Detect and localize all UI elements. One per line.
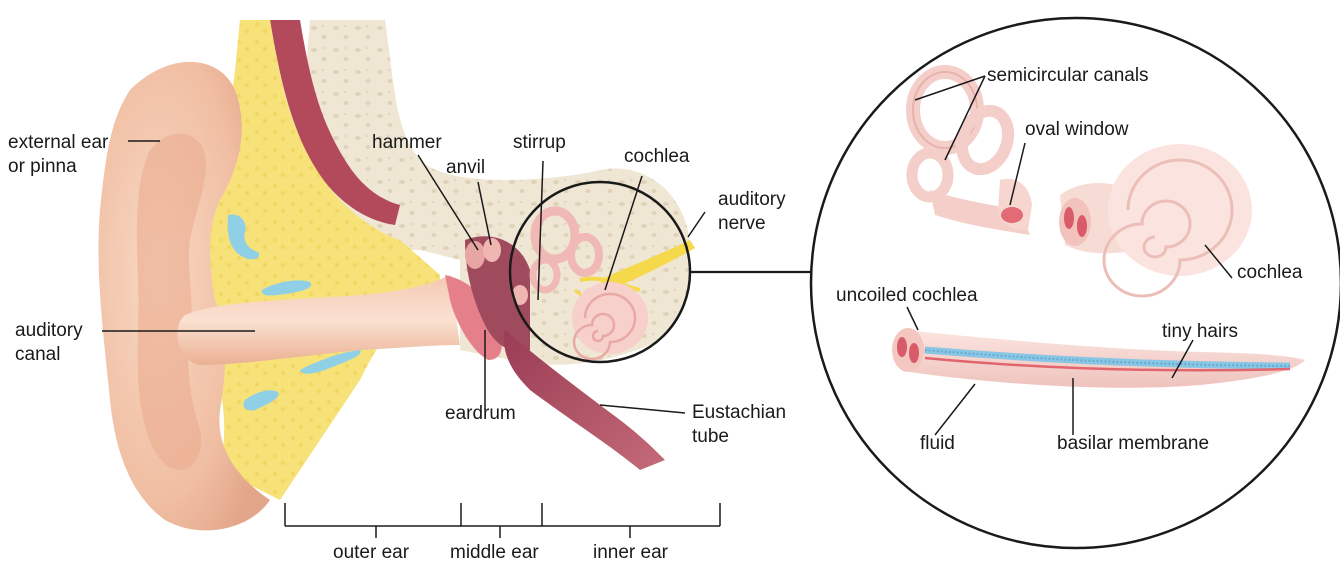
basilar-membrane-label: basilar membrane bbox=[1057, 432, 1209, 456]
auditory-nerve-label-line2: nerve bbox=[718, 212, 786, 236]
external-ear-label-line1: external ear bbox=[8, 131, 108, 155]
eustachian-tube-label-line2: tube bbox=[692, 425, 786, 449]
inner-ear-label: inner ear bbox=[593, 541, 668, 565]
detail-cochlea-label: cochlea bbox=[1237, 261, 1303, 285]
external-ear-label: external ear or pinna bbox=[8, 131, 108, 179]
outer-ear-label: outer ear bbox=[333, 541, 409, 565]
anvil-bone bbox=[483, 238, 501, 262]
uncoiled-cochlea-label: uncoiled cochlea bbox=[836, 284, 978, 308]
cochlea-label: cochlea bbox=[624, 145, 690, 169]
stirrup-label: stirrup bbox=[513, 131, 566, 155]
anvil-label: anvil bbox=[446, 156, 485, 180]
external-ear-label-line2: or pinna bbox=[8, 155, 108, 179]
auditory-canal-label-line2: canal bbox=[15, 343, 83, 367]
auditory-canal-label: auditory canal bbox=[15, 319, 83, 367]
eustachian-tube-label: Eustachian tube bbox=[692, 401, 786, 449]
auditory-canal-label-line1: auditory bbox=[15, 319, 83, 343]
oval-window-label: oval window bbox=[1025, 118, 1129, 142]
auditory-nerve-label: auditory nerve bbox=[718, 188, 786, 236]
semicircular-canals-label: semicircular canals bbox=[987, 64, 1149, 88]
eardrum-label: eardrum bbox=[445, 402, 516, 426]
ear-cross-section bbox=[98, 20, 695, 530]
hammer-label: hammer bbox=[372, 131, 442, 155]
middle-ear-label: middle ear bbox=[450, 541, 539, 565]
tiny-hairs-label: tiny hairs bbox=[1162, 320, 1238, 344]
eustachian-tube-label-line1: Eustachian bbox=[692, 401, 786, 425]
fluid-label: fluid bbox=[920, 432, 955, 456]
auditory-nerve-label-line1: auditory bbox=[718, 188, 786, 212]
oval-window-mark bbox=[1001, 207, 1023, 223]
